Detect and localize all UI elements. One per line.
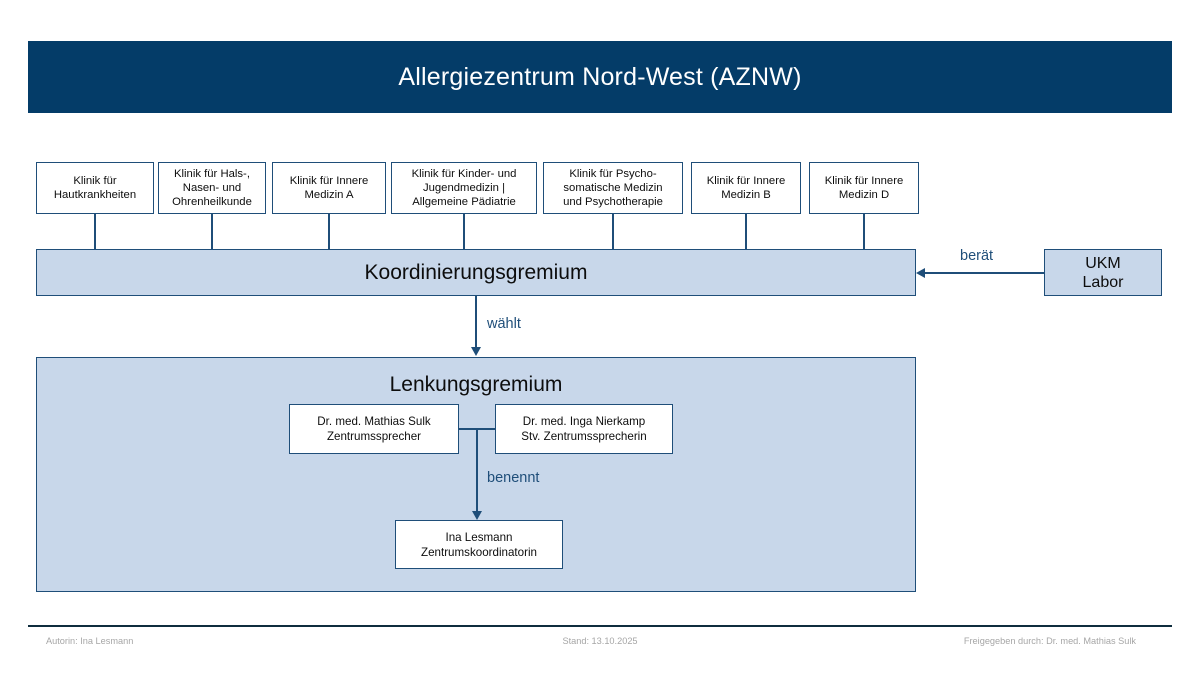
person-role: Stv. Zentrumssprecherin (521, 430, 647, 443)
arrow-head-waehlt (471, 347, 481, 356)
koordinierungsgremium-label: Koordinierungsgremium (364, 260, 588, 284)
page-title: Allergiezentrum Nord-West (AZNW) (398, 62, 802, 91)
lenkungsgremium-label: Lenkungsgremium (389, 373, 563, 396)
connector-ukm-labor (925, 272, 1044, 274)
title-banner: Allergiezentrum Nord-West (AZNW) (28, 41, 1172, 113)
footer-divider (28, 625, 1172, 627)
connector-clinic-4 (463, 214, 465, 249)
connector-clinic-6 (745, 214, 747, 249)
connector-clinic-5 (612, 214, 614, 249)
arrow-head-beraet (916, 268, 925, 278)
connector-waehlt (475, 296, 477, 348)
footer-date: Stand: 13.10.2025 (562, 636, 638, 646)
person-name: Dr. med. Mathias Sulk (317, 415, 431, 428)
koordinierungsgremium-panel[interactable]: Koordinierungsgremium (36, 249, 916, 296)
person-name: Ina Lesmann (445, 530, 513, 544)
arrow-head-benennt (472, 511, 482, 520)
connector-clinic-2 (211, 214, 213, 249)
edge-label-beraet: berät (960, 248, 994, 264)
connector-clinic-7 (863, 214, 865, 249)
person-role: Zentrumskoordinatorin (421, 545, 537, 559)
person-role: Zentrumssprecher (326, 430, 422, 443)
footer-author: Autorin: Ina Lesmann (46, 636, 134, 646)
connector-benennt (476, 428, 478, 512)
connector-clinic-3 (328, 214, 330, 249)
edge-label-waehlt: wählt (487, 316, 521, 332)
footer-approved: Freigegeben durch: Dr. med. Mathias Sulk (963, 636, 1136, 646)
edge-label-benennt: benennt (487, 470, 540, 486)
person-name: Dr. med. Inga Nierkamp (522, 415, 646, 428)
connector-clinic-1 (94, 214, 96, 249)
